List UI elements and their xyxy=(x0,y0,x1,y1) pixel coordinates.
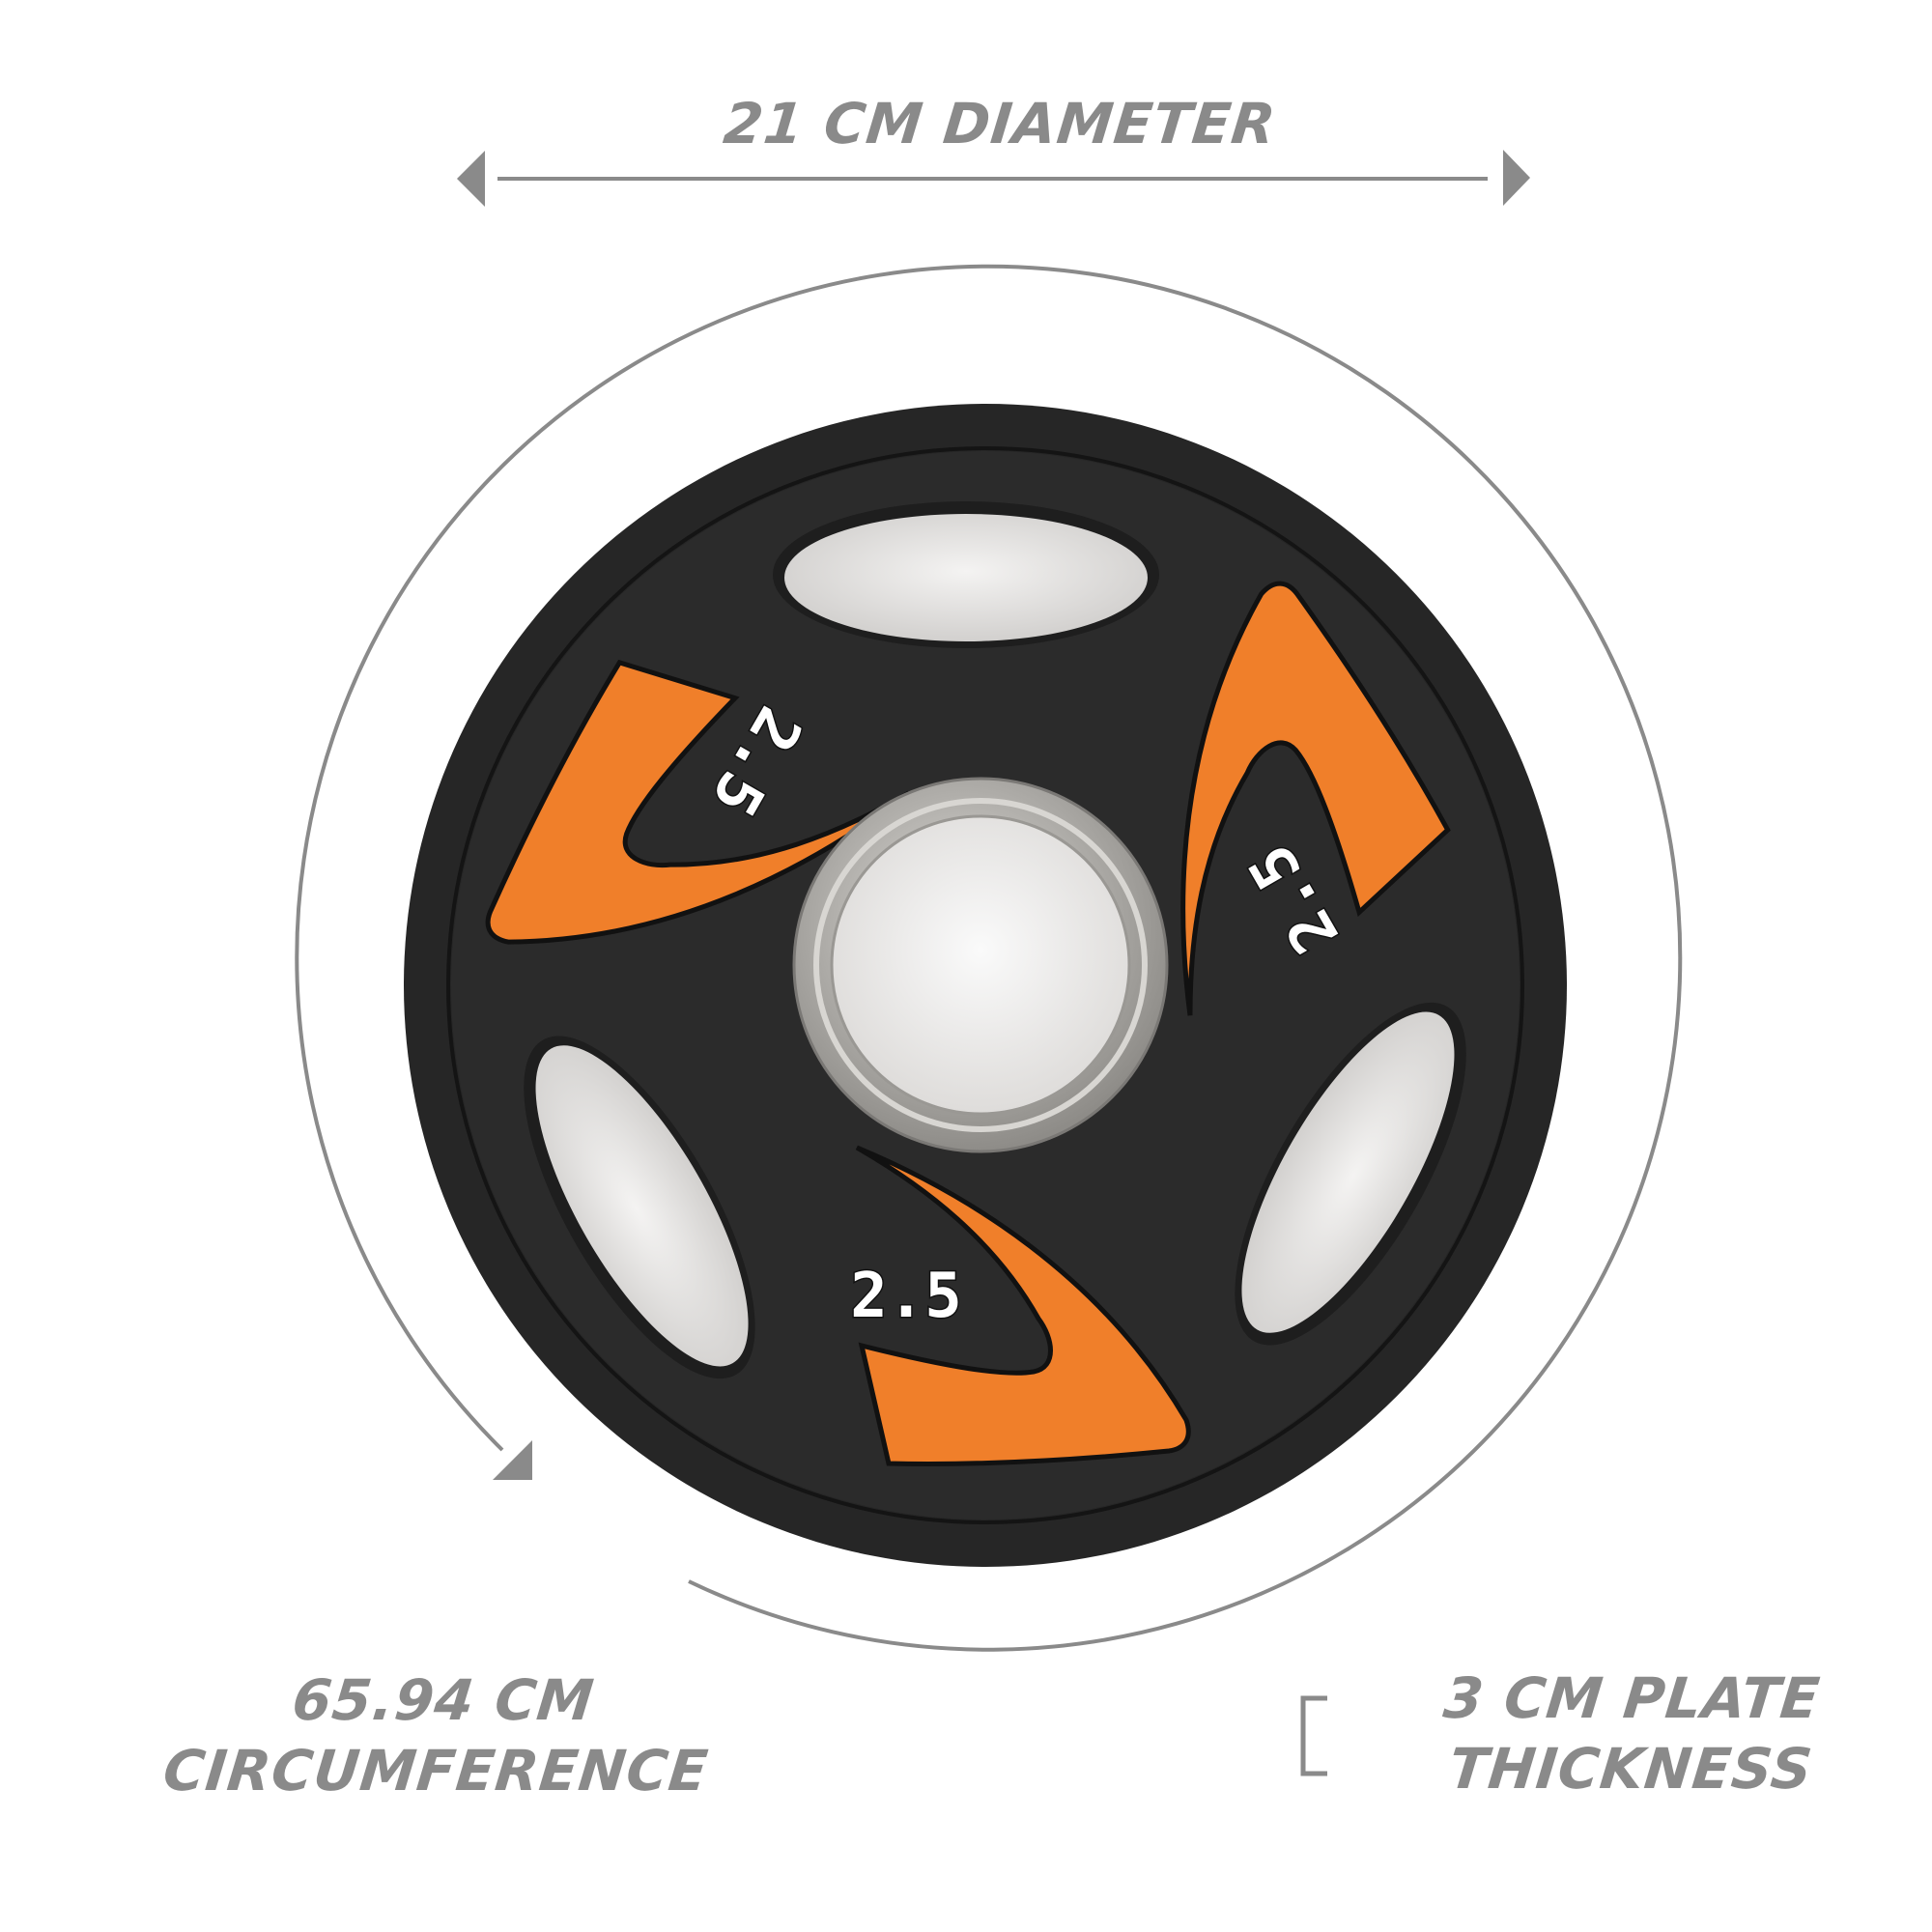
center-ring xyxy=(792,777,1169,1153)
weight-label-bottom: 2.5 xyxy=(850,1261,962,1332)
arrow-right-icon xyxy=(1503,150,1530,206)
diameter-label: 21 CM DIAMETER xyxy=(711,89,1289,159)
circumference-arc xyxy=(295,264,1683,1652)
grip-hole-top xyxy=(773,501,1159,648)
circumference-caption: CIRCUMFERENCE xyxy=(159,1738,712,1804)
thickness-value: 3 CM PLATE xyxy=(1440,1665,1824,1731)
center-hole xyxy=(830,814,1131,1116)
arrow-left-icon xyxy=(457,151,485,207)
thickness-label: 3 CM PLATE THICKNESS xyxy=(1383,1663,1823,1804)
circumference-value: 65.94 CM xyxy=(289,1667,598,1733)
thickness-bracket-icon xyxy=(1300,1695,1327,1776)
diameter-text: 21 CM DIAMETER xyxy=(720,91,1280,156)
weight-plate: 2.5 2.5 2.5 xyxy=(404,404,1567,1567)
plate-rim-groove xyxy=(446,446,1524,1524)
circumference-arrowhead-icon xyxy=(493,1440,532,1480)
thickness-caption: THICKNESS xyxy=(1445,1736,1816,1802)
circumference-label: 65.94 CM CIRCUMFERENCE xyxy=(137,1665,741,1806)
